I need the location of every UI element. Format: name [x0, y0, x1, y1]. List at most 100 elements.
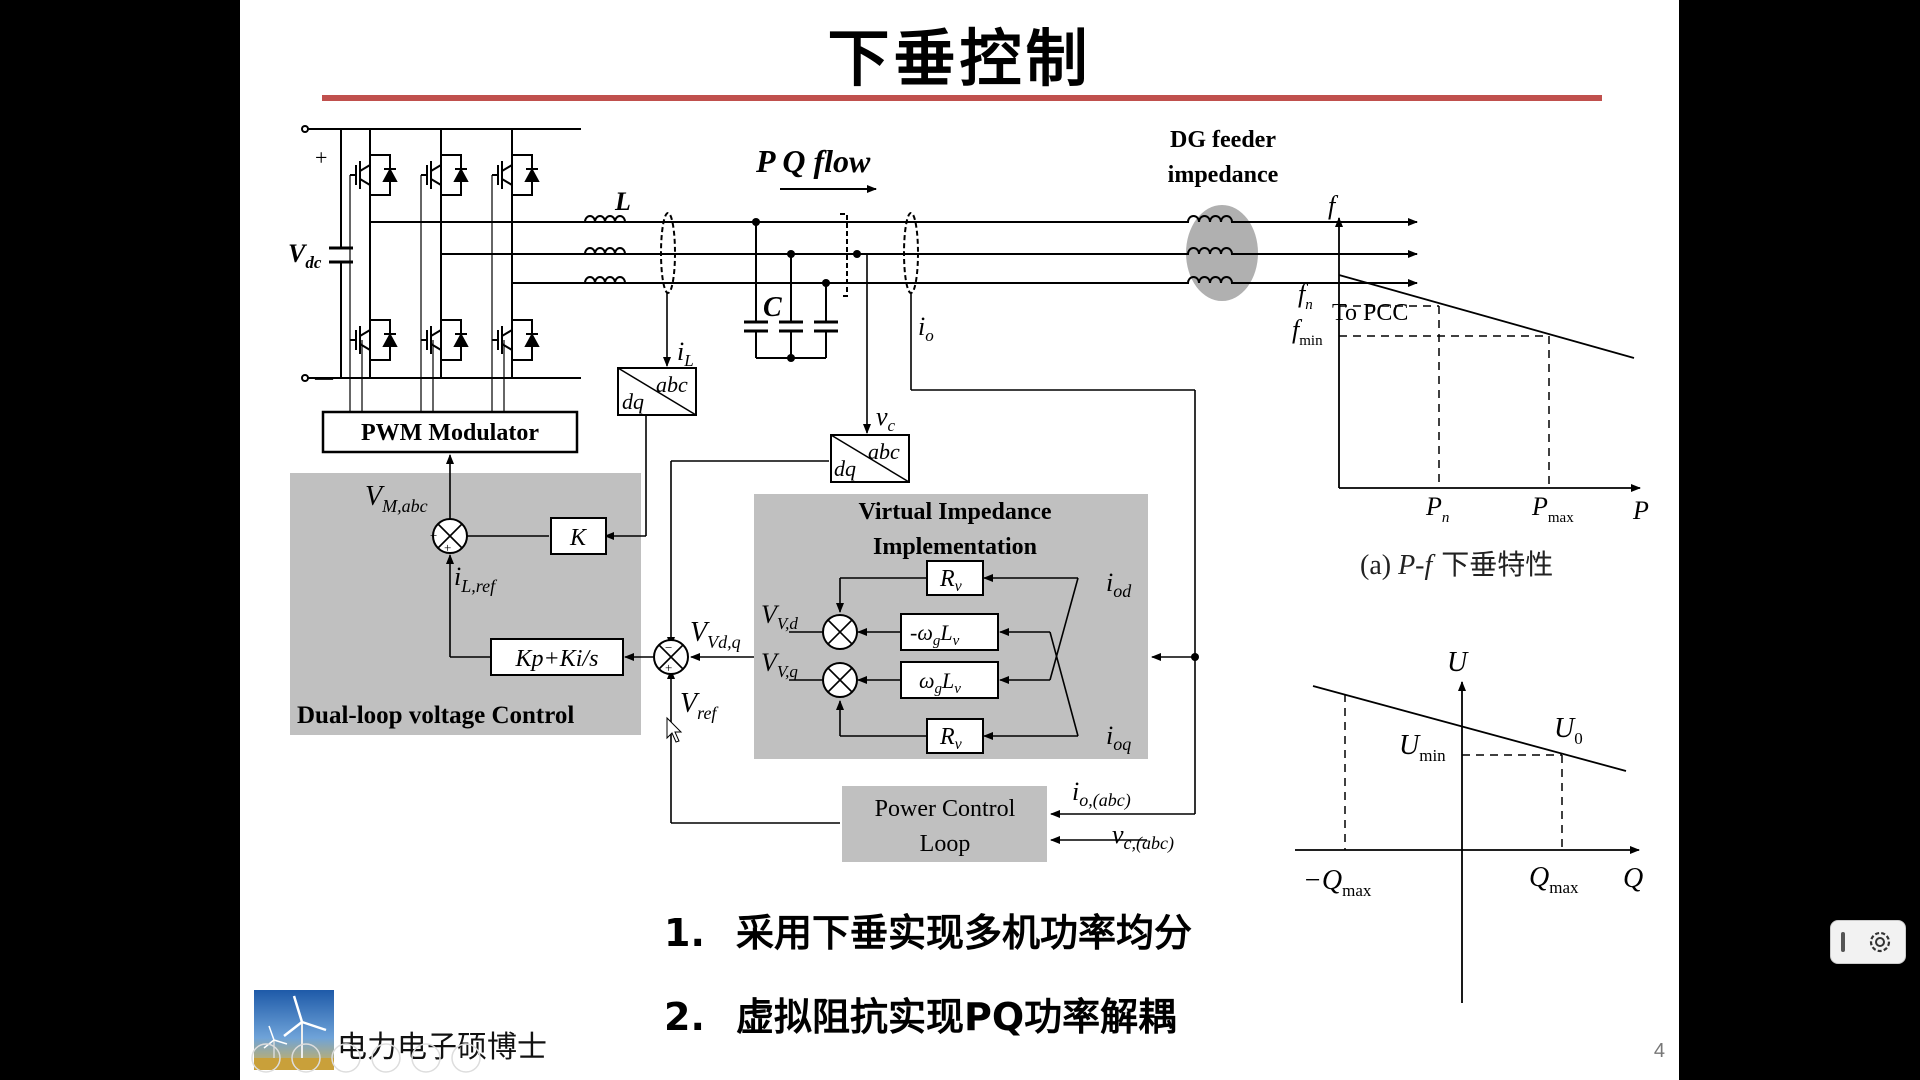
inductor-coil	[584, 247, 635, 255]
pen-icon	[331, 1043, 361, 1073]
bullet-1-num: 1.	[664, 911, 705, 955]
bullet-1: 1.采用下垂实现多机功率均分	[664, 902, 1192, 957]
rv-block-bottom	[926, 718, 984, 754]
pcl-label-2: Loop	[920, 831, 971, 857]
qu-u0-label: U0	[1554, 713, 1583, 748]
title-rule	[322, 95, 1602, 101]
feedback-junction	[1191, 653, 1199, 661]
slide-nav-controls[interactable]	[248, 1040, 508, 1076]
svg-text:+: +	[444, 540, 451, 555]
rv-bottom-label: Rv	[939, 724, 963, 753]
to-pcc-label: To PCC	[1332, 300, 1408, 326]
voltage-sense-bracket	[840, 213, 848, 297]
filter-inductors	[584, 215, 635, 284]
capacitor-label: C	[763, 292, 782, 323]
pi-controller-block	[490, 638, 624, 676]
rv-top-label: Rv	[939, 566, 963, 595]
neg-wl-block	[900, 613, 999, 651]
feeder-coil	[1170, 247, 1260, 255]
slide: 下垂控制 + — Vdc	[240, 0, 1679, 1080]
dc-bus	[301, 125, 581, 382]
pf-fn-label: fn	[1298, 279, 1313, 313]
pwm-label: PWM Modulator	[361, 420, 539, 446]
pf-pn-label: Pn	[1425, 492, 1449, 526]
viewer-toolbar[interactable]	[1830, 920, 1906, 964]
power-control-loop-block	[842, 786, 1047, 862]
svg-text:−: −	[430, 528, 437, 543]
qu-x-axis-label: Q	[1623, 863, 1643, 894]
slide-title: 下垂控制	[827, 22, 1092, 95]
pf-y-axis-label: f	[1328, 191, 1339, 220]
inductor-label: L	[614, 187, 631, 216]
droop-control-diagram: + — Vdc PWM Modulator L	[288, 125, 1649, 1003]
pwm-modulator	[321, 410, 579, 454]
pf-pmax-label: Pmax	[1531, 492, 1574, 526]
dg-feeder-label-1: DG feeder	[1170, 127, 1276, 153]
ilref-label: iL,ref	[454, 562, 498, 596]
freewheel-diode	[382, 167, 398, 182]
feeder-impedance	[1170, 215, 1260, 284]
vdc-label: Vdc	[288, 239, 322, 272]
vc-label: vc	[876, 402, 896, 435]
prev-slide-icon	[251, 1043, 281, 1073]
toolbar-handle[interactable]	[1841, 932, 1845, 952]
zoom-icon	[411, 1043, 441, 1073]
pq-flow-label: P Q flow	[755, 143, 871, 179]
svg-text:+: +	[665, 660, 672, 675]
inductor-coil	[584, 215, 635, 223]
freewheel-diode	[453, 167, 469, 182]
k-label: K	[569, 525, 588, 551]
page-number: 4	[1653, 1040, 1665, 1062]
dc-minus: —	[314, 368, 334, 388]
neg-wl-label: -ωgLv	[910, 620, 960, 649]
vi-title-1: Virtual Impedance	[858, 499, 1051, 525]
feeder-coil	[1170, 215, 1260, 223]
vi-wires	[789, 574, 1079, 740]
ioabc-label: io,(abc)	[1072, 777, 1131, 811]
igbt-switches	[350, 147, 540, 368]
abc-dq-transform-vc: abc dq	[830, 434, 910, 483]
current-sensor-il	[660, 212, 676, 294]
ioq-label: ioq	[1106, 721, 1131, 754]
qu-y-axis-label: U	[1447, 647, 1469, 678]
mouse-cursor	[666, 716, 683, 743]
inductor-coil	[584, 276, 635, 284]
filter-capacitors	[744, 222, 838, 359]
bullet-2: 2.虚拟阻抗实现PQ功率解耦	[664, 986, 1176, 1041]
vcabc-label: vc,(abc)	[1112, 820, 1174, 854]
k-gain-block	[550, 517, 607, 555]
pos-wl-label: ωgLv	[919, 668, 961, 697]
feeder-coil	[1170, 276, 1260, 284]
vvq-label: VV,q	[761, 648, 798, 681]
bullet-2-num: 2.	[664, 995, 705, 1039]
rv-block-top	[926, 560, 984, 596]
igbt-switch	[492, 147, 533, 203]
dg-feeder-label-2: impedance	[1168, 162, 1279, 188]
svg-text:−: −	[665, 640, 672, 655]
svg-text:abc: abc	[868, 439, 900, 464]
igbt-switch	[421, 147, 462, 203]
dual-loop-label: Dual-loop voltage Control	[297, 702, 574, 729]
dc-plus: +	[315, 145, 327, 170]
more-icon	[451, 1043, 481, 1073]
igbt-switch	[350, 312, 391, 368]
vm-label: VM,abc	[365, 481, 428, 516]
output-lines	[625, 218, 1418, 287]
igbt-switch	[421, 312, 462, 368]
gear-icon[interactable]	[1865, 927, 1895, 957]
igbt-switch	[350, 147, 391, 203]
qu-chart-guides	[1344, 694, 1563, 850]
vi-title-2: Implementation	[873, 534, 1037, 560]
vvd-label: VV,d	[761, 600, 798, 633]
dual-loop-block	[290, 473, 641, 735]
pf-chart-guides	[1339, 305, 1550, 488]
gate-signals	[349, 175, 505, 412]
pi-label: Kp+Ki/s	[515, 646, 599, 672]
vref-label: Vref	[680, 688, 719, 723]
pf-chart-axes	[1335, 217, 1641, 492]
pcl-label-1: Power Control	[875, 796, 1016, 822]
vvdq-label: VVd,q	[690, 617, 741, 652]
qu-chart-axes	[1295, 681, 1640, 1003]
svg-text:dq: dq	[622, 389, 644, 414]
junction-dots	[752, 218, 861, 362]
